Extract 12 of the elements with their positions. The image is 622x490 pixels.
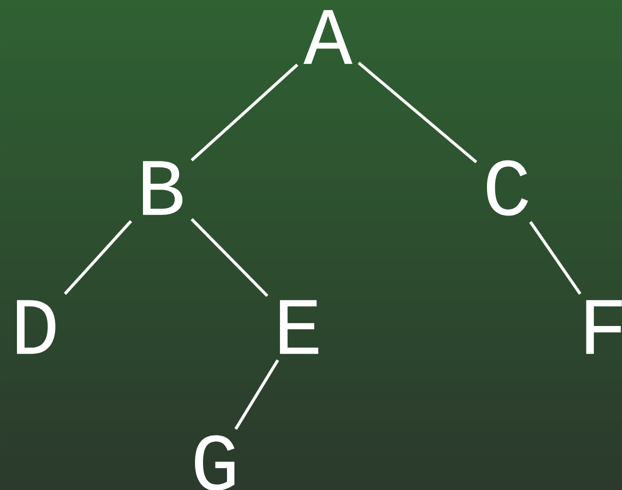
tree-node-letter: A [304,10,352,64]
tree-branch [190,64,298,162]
tree-node-letter: E [280,300,318,354]
tree-branch [64,220,132,295]
tree-branch [190,218,268,297]
tree-node-letter: D [16,300,56,354]
tree-node-letter: B [142,161,182,215]
tree-node-letter: F [586,300,622,354]
tree-branch [529,221,582,295]
tree-branch [234,359,280,430]
tree-branch [358,62,478,164]
tree-node-letter: C [487,160,528,216]
